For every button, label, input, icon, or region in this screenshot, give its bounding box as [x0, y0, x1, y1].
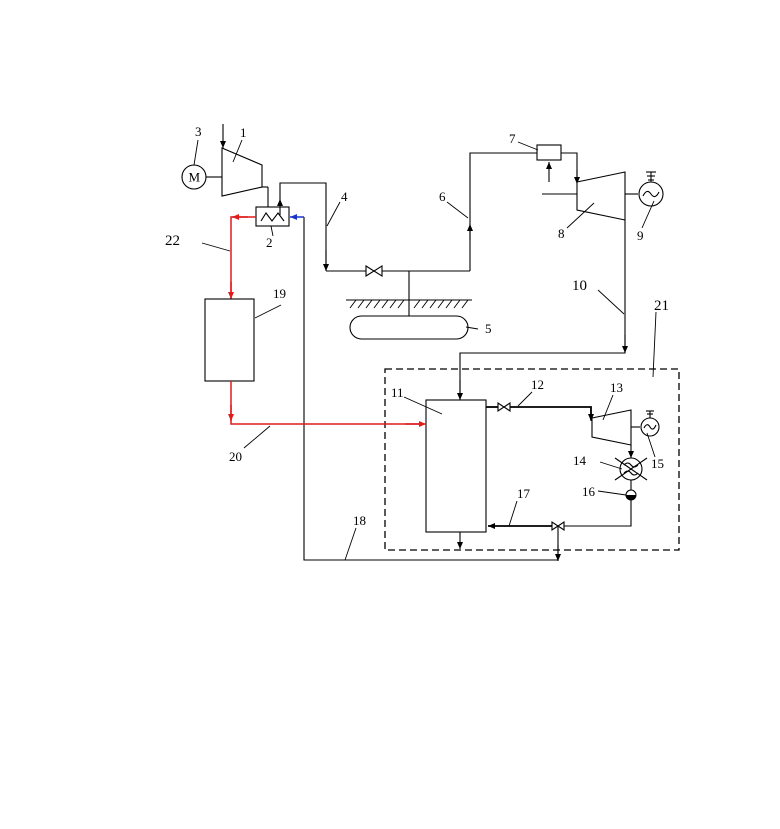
label-3: 3 — [195, 124, 202, 139]
storage-cavern-icon — [350, 316, 468, 339]
line-6 — [470, 153, 537, 271]
label-10: 10 — [572, 278, 587, 294]
label-16: 16 — [582, 484, 596, 499]
label-15: 15 — [651, 456, 664, 471]
turbine-trapezoid-icon — [592, 410, 631, 445]
label-8: 8 — [558, 226, 565, 241]
label-22: 22 — [165, 233, 180, 249]
thermal-storage-19 — [205, 299, 254, 381]
label-17: 17 — [517, 486, 531, 501]
pump-icon — [626, 490, 636, 500]
gate-valve-icon — [366, 266, 382, 276]
line-12-b — [510, 407, 591, 420]
combustor-box-icon — [537, 145, 561, 160]
label-14: 14 — [573, 453, 587, 468]
condenser-icon — [615, 458, 647, 480]
combustor-to-turbine — [561, 153, 577, 183]
heat-exchanger-icon — [256, 207, 289, 226]
gate-valve-icon — [498, 403, 510, 411]
turbine-trapezoid-icon — [577, 172, 625, 220]
line-22-hot — [231, 217, 256, 298]
line-17-a — [564, 500, 631, 526]
motor-group: M — [182, 165, 222, 189]
label-4: 4 — [341, 189, 348, 204]
vessel-11 — [426, 400, 486, 532]
label-5: 5 — [485, 321, 492, 336]
label-13: 13 — [610, 380, 623, 395]
label-2: 2 — [266, 235, 273, 250]
motor-symbol: M — [189, 170, 201, 185]
heat-exchanger-2 — [256, 207, 289, 226]
line-10 — [460, 220, 625, 399]
label-11: 11 — [391, 385, 404, 400]
generator-15 — [641, 411, 659, 436]
generator-9 — [639, 172, 663, 206]
label-7: 7 — [509, 131, 516, 146]
compressor-trapezoid-icon — [222, 148, 262, 196]
label-1: 1 — [240, 125, 247, 140]
label-20: 20 — [229, 449, 242, 464]
label-18: 18 — [353, 513, 366, 528]
label-12: 12 — [531, 377, 544, 392]
label-19: 19 — [273, 286, 286, 301]
label-9: 9 — [637, 228, 644, 243]
label-21: 21 — [654, 298, 669, 314]
label-6: 6 — [439, 189, 446, 204]
